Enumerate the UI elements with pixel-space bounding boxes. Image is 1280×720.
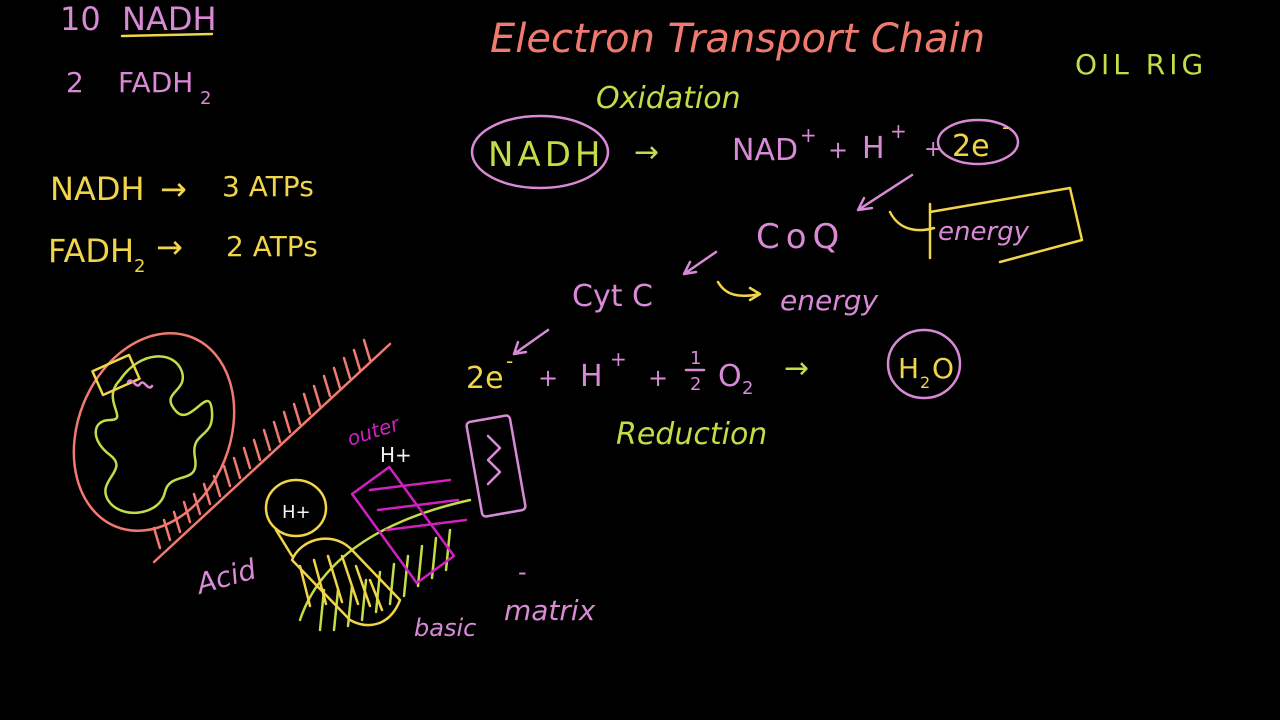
oxidation-plus-1: + [828, 136, 848, 164]
page-title: Electron Transport Chain [490, 16, 985, 62]
oxidation-electrons: 2e [952, 129, 990, 164]
reduction-product-o: O [932, 352, 954, 385]
mitochondrion-drawing [72, 331, 236, 533]
membrane-hatching [152, 338, 372, 550]
arrow-to-coq [856, 173, 914, 212]
mitochondrion-cristae [94, 355, 214, 514]
oxidation-product-nad: NAD [732, 133, 798, 168]
cytc-energy: energy [780, 284, 878, 317]
mitochondrion-outer-membrane [72, 331, 236, 533]
protein-channel-hatch [368, 478, 468, 532]
membrane-zoom: H+ outer H+ Acid basic - matrix [152, 338, 596, 642]
mnemonic: OIL RIG [1075, 48, 1207, 81]
atp-row2-right: 2 ATPs [226, 230, 318, 263]
zoom-box [91, 353, 141, 397]
h-ion-label: H+ [282, 502, 311, 523]
reduction-o2-sub: 2 [742, 378, 753, 399]
nadh-circle [470, 114, 610, 190]
reduction-half-num: 1 [690, 348, 701, 369]
cytc-energy-arrow [716, 280, 762, 302]
atp-row1-left: NADH [50, 170, 145, 208]
side-panel [465, 414, 527, 518]
oxidation-electrons-sup: - [1002, 115, 1009, 139]
reduction-half-den: 2 [690, 374, 701, 395]
inner-membrane-line [152, 342, 392, 564]
reduction-plus-1: + [538, 364, 558, 392]
oxidation-h: H [862, 131, 885, 166]
oxidation-label: Oxidation [596, 81, 741, 116]
nadh-underline [120, 32, 214, 38]
reduction-o2: O [718, 359, 742, 394]
atp-synthase-body [290, 537, 402, 627]
arrow-to-reduction [512, 328, 550, 356]
reduction-label: Reduction [616, 417, 767, 452]
oxidation-h-sup: + [890, 119, 907, 143]
h-ion-arrow [274, 528, 294, 558]
fadh-count-subscript: 2 [200, 88, 211, 109]
fadh-count-number: 2 [66, 66, 84, 99]
outer-h-plus: H+ [380, 443, 412, 467]
oxidation-product-nad-sup: + [800, 123, 817, 147]
reduction-plus-2: + [648, 364, 668, 392]
reduction-h: H [580, 359, 603, 394]
atp-row1-right: 3 ATPs [222, 170, 314, 203]
atp-row2-arrow: → [156, 228, 183, 266]
protein-channel [350, 465, 456, 585]
fadh-count-label: FADH [118, 66, 193, 99]
outer-membrane-wave [298, 498, 472, 632]
zoom-squiggle [126, 379, 154, 389]
reduction-e-sup: - [506, 349, 513, 373]
atp-row2-subscript: 2 [134, 256, 145, 277]
h-ion-circle [264, 478, 328, 538]
nadh-count-label: NADH [122, 0, 217, 38]
atp-row1-arrow: → [160, 170, 187, 208]
minus-sign: - [518, 558, 527, 586]
reduction-product-sub: 2 [920, 373, 930, 392]
coq-energy: energy [938, 217, 1030, 247]
side-panel-squiggle [486, 434, 502, 486]
acid-label: Acid [191, 552, 260, 601]
arrow-to-cytc [682, 250, 718, 276]
electrons-circle [936, 118, 1020, 166]
basic-label: basic [414, 614, 476, 642]
reduction-arrow: → [784, 351, 809, 386]
water-circle [886, 328, 962, 400]
matrix-label: matrix [504, 594, 596, 627]
reduction-h-sup: + [610, 347, 627, 371]
coq-energy-box [928, 186, 1084, 264]
oxidation-arrow: → [634, 135, 659, 170]
oxidation-reactant: NADH [488, 135, 604, 175]
coq-energy-arrow [888, 202, 936, 260]
reduction-e: 2e [466, 361, 504, 396]
coq-label: CoQ [756, 217, 845, 257]
reduction-product-h: H [898, 352, 919, 385]
cytc-label: Cyt C [572, 279, 653, 314]
nadh-count-number: 10 [60, 0, 101, 38]
atp-row2-left: FADH [48, 232, 134, 270]
